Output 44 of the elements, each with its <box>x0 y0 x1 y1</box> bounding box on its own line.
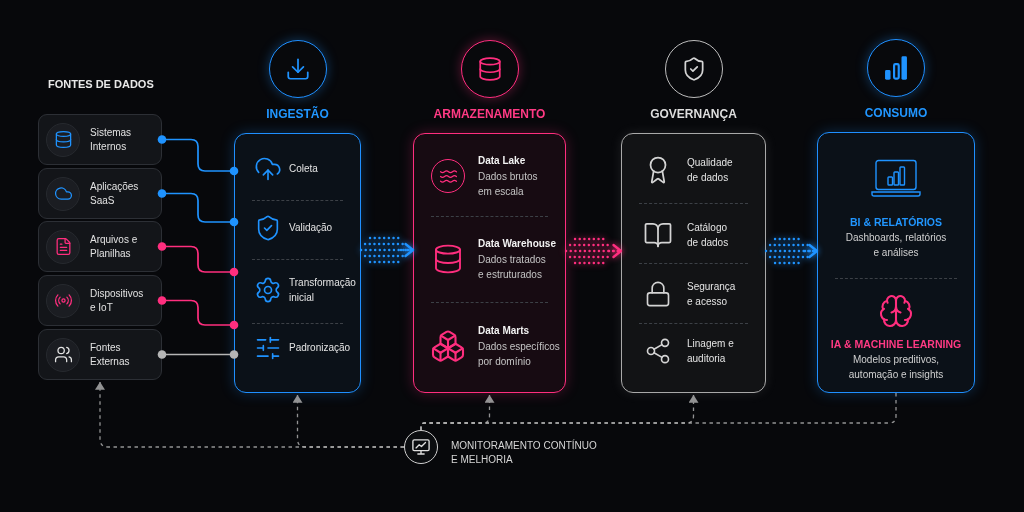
dashed-arrow <box>292 394 405 448</box>
item-description: Dados específicos por domínio <box>478 340 561 369</box>
item-description: Modelos preditivos, automação e insights <box>847 353 945 382</box>
dashed-line <box>420 392 897 431</box>
stage-title: GOVERNANÇA <box>650 107 737 121</box>
source-label: Dispositivos e IoT <box>90 286 145 315</box>
connector-line <box>157 350 239 359</box>
source-card <box>38 221 162 272</box>
item-description: Dashboards, relatórios e análises <box>844 231 948 260</box>
item-label: Qualidade de dados <box>687 155 734 184</box>
item-description: Dados tratados e estruturados <box>478 253 547 282</box>
item-label: Segurança e acesso <box>687 279 737 308</box>
section-title: FONTES DE DADOS <box>48 78 154 91</box>
connector-line <box>157 242 239 277</box>
flow-arrow <box>359 236 415 264</box>
item-title: Data Marts <box>478 324 531 338</box>
item-title: BI & RELATÓRIOS <box>850 216 942 229</box>
connector-line <box>157 189 239 227</box>
item-label: Coleta <box>289 161 319 176</box>
item-title: Data Lake <box>478 154 527 168</box>
flow-arrow <box>764 237 819 265</box>
item-label: Padronização <box>289 340 352 355</box>
source-card <box>38 114 162 165</box>
source-label: Arquivos e Planilhas <box>90 232 139 261</box>
hub-label: MONITORAMENTO CONTÍNUO E MELHORIA <box>451 439 598 467</box>
source-label: Fontes Externas <box>90 340 131 369</box>
connector-line <box>157 135 239 176</box>
item-label: Validação <box>289 220 334 235</box>
item-title: Data Warehouse <box>478 237 557 251</box>
source-card <box>38 168 162 219</box>
item-title: IA & MACHINE LEARNING <box>830 338 962 351</box>
connector-line <box>157 296 239 330</box>
source-card <box>38 329 162 380</box>
item-label: Linagem e auditoria <box>687 336 735 365</box>
stage-title: CONSUMO <box>864 106 928 120</box>
source-card <box>38 275 162 326</box>
item-description: Dados brutos em escala <box>478 170 539 199</box>
item-label: Catálogo de dados <box>687 220 730 249</box>
item-label: Transformação inicial <box>289 275 357 304</box>
stage-title: ARMAZENAMENTO <box>433 107 546 121</box>
source-label: Sistemas Internos <box>90 125 133 154</box>
stage-title: INGESTÃO <box>266 107 329 121</box>
source-label: Aplicações SaaS <box>90 179 140 208</box>
flow-arrow <box>564 237 623 265</box>
